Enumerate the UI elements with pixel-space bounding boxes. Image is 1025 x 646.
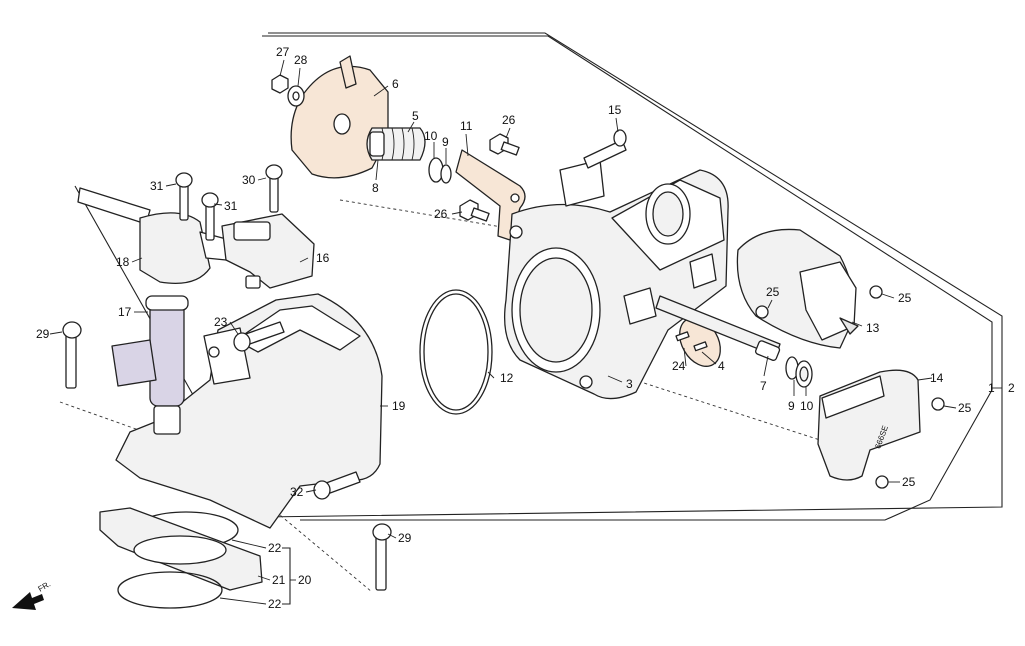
callout-2: 2 (1008, 381, 1015, 395)
map-sensor (221, 213, 315, 289)
washer-set-lower (785, 356, 813, 388)
insulator-gasket-set (99, 507, 263, 609)
callout-31-right: 31 (224, 199, 238, 213)
callout-labels: 1 2 3 4 5 6 7 8 9 9 10 10 11 12 13 14 15… (36, 45, 1015, 611)
leader-lines (49, 59, 957, 605)
screws-25 (755, 285, 945, 489)
bolt-15 (583, 129, 627, 169)
direction-label: FR. (37, 579, 53, 593)
intake-manifold (115, 293, 383, 529)
callout-23: 23 (214, 315, 228, 329)
callout-25-c: 25 (958, 401, 972, 415)
callout-10-upper: 10 (424, 129, 438, 143)
callout-12: 12 (500, 371, 514, 385)
fuel-injector (111, 295, 189, 435)
callout-16: 16 (316, 251, 330, 265)
bracket (455, 149, 526, 241)
callout-29-left: 29 (36, 327, 50, 341)
callout-9-lower: 9 (788, 399, 795, 413)
callout-18: 18 (116, 255, 130, 269)
callout-25-d: 25 (902, 475, 916, 489)
fuel-pipe (77, 187, 231, 285)
throttle-shaft (655, 295, 781, 361)
bolts-misc (62, 164, 392, 591)
callout-10-lower: 10 (800, 399, 814, 413)
callout-27: 27 (276, 45, 290, 59)
callout-21: 21 (272, 573, 286, 587)
callout-17: 17 (118, 305, 132, 319)
callout-9-upper: 9 (442, 135, 449, 149)
callout-25-b: 25 (766, 285, 780, 299)
callout-11: 11 (460, 119, 473, 133)
callout-22-upper: 22 (268, 541, 282, 555)
callout-30: 30 (242, 173, 256, 187)
callout-26-upper: 26 (502, 113, 516, 127)
callout-6: 6 (392, 77, 399, 91)
actuator-cover (736, 228, 859, 349)
return-spring (366, 127, 426, 161)
washer-set-upper (428, 157, 452, 184)
callout-3: 3 (626, 377, 633, 391)
callout-25-a: 25 (898, 291, 912, 305)
small-bolts-upper (271, 74, 520, 222)
o-ring (419, 289, 493, 415)
callout-8: 8 (372, 181, 379, 195)
callout-32: 32 (290, 485, 304, 499)
callout-13: 13 (866, 321, 880, 335)
assembly-2-outline (262, 35, 993, 521)
callout-1: 1 (988, 381, 995, 395)
callout-7: 7 (760, 379, 767, 393)
throttle-position-sensor: 666SE (817, 369, 921, 481)
callout-31-left: 31 (150, 179, 164, 193)
callout-29-lower: 29 (398, 531, 412, 545)
callout-28: 28 (294, 53, 308, 67)
callout-4: 4 (718, 359, 725, 373)
callout-5: 5 (412, 109, 419, 123)
callout-14: 14 (930, 371, 944, 385)
callout-26-lower: 26 (434, 207, 448, 221)
assembly-20-bracket (282, 547, 291, 605)
callout-22-lower: 22 (268, 597, 282, 611)
front-direction-arrow-icon (12, 592, 44, 610)
callout-24: 24 (672, 359, 686, 373)
throttle-body (503, 159, 729, 400)
callout-20: 20 (298, 573, 312, 587)
callout-19: 19 (392, 399, 406, 413)
callout-15: 15 (608, 103, 622, 117)
alignment-lines (59, 199, 821, 593)
cover-plate (290, 55, 389, 179)
